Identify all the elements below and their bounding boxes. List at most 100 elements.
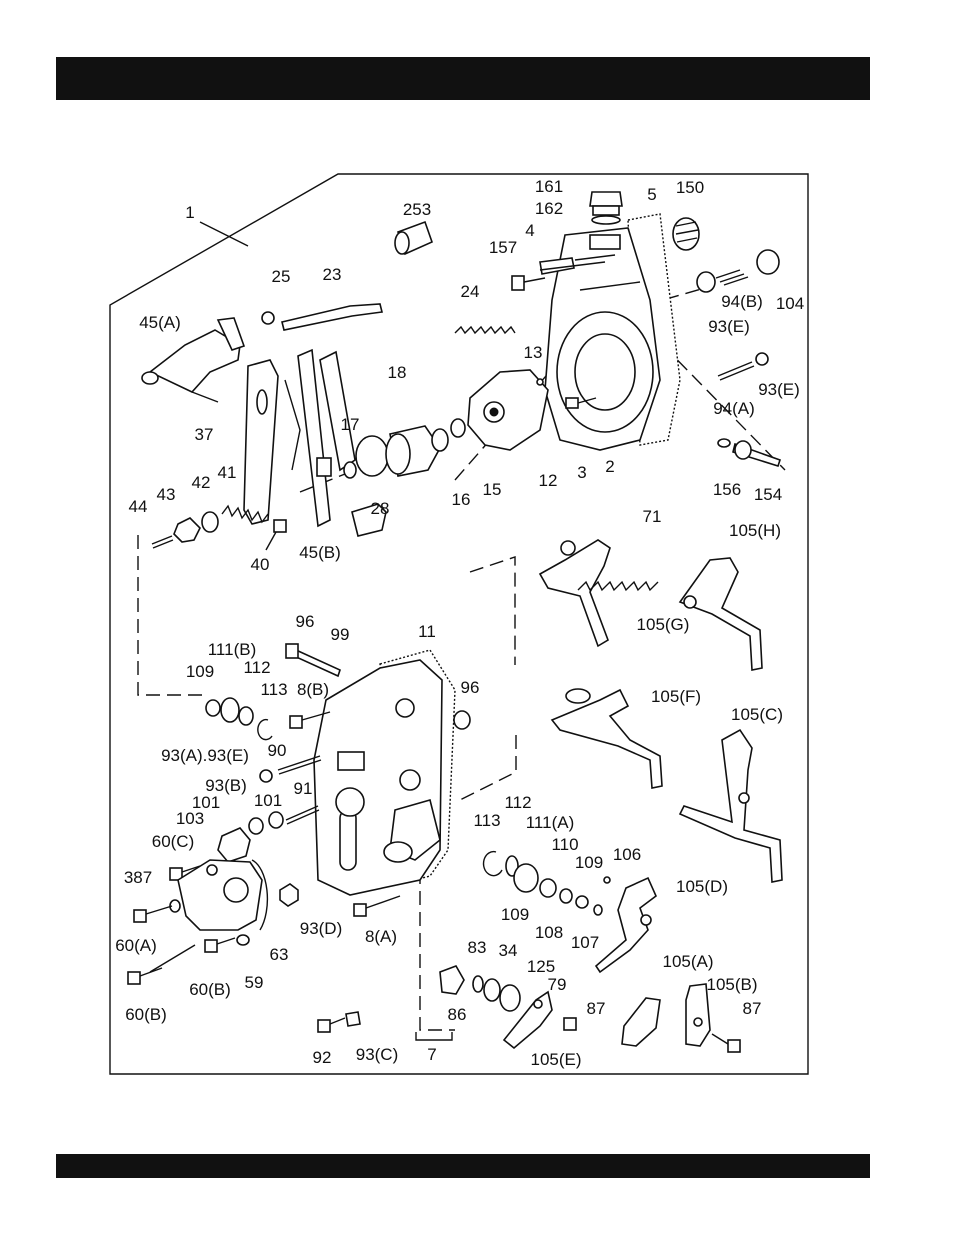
part-45a-lever <box>141 317 246 403</box>
part-label: 60(A) <box>115 936 157 955</box>
part-34-spring <box>483 978 501 1002</box>
part-label: 93(E) <box>758 380 800 399</box>
part-label: 93(A).93(E) <box>161 746 249 765</box>
part-label: 161 <box>535 177 563 196</box>
part-label: 125 <box>527 957 555 976</box>
part-label: 25 <box>272 267 291 286</box>
part-94b-104-set <box>696 249 780 293</box>
part-label: 91 <box>294 779 313 798</box>
part-label: 41 <box>218 463 237 482</box>
part-105b-lever <box>685 983 711 1047</box>
part-label: 79 <box>548 975 567 994</box>
part-label: 105(B) <box>706 975 757 994</box>
part-label: 59 <box>245 973 264 992</box>
part-label: 12 <box>539 471 558 490</box>
part-label: 110 <box>551 835 578 854</box>
part-label: 253 <box>403 200 431 219</box>
part-label: 104 <box>776 294 804 313</box>
header-bar <box>56 57 870 100</box>
part-label: 109 <box>186 662 214 681</box>
part-161-plug <box>589 191 623 225</box>
part-87-bolt-a <box>563 1017 577 1031</box>
part-label: 83 <box>468 938 487 957</box>
part-label: 3 <box>577 463 586 482</box>
part-label: 17 <box>341 415 360 434</box>
part-label: 105(C) <box>731 705 783 724</box>
part-label: 387 <box>124 868 152 887</box>
part-43-nut <box>173 517 201 543</box>
part-label: 112 <box>243 658 270 677</box>
part-125-bushing <box>499 984 521 1012</box>
part-157-bolt <box>511 275 546 291</box>
part-label: 45(A) <box>139 313 181 332</box>
part-label: 105(A) <box>662 952 713 971</box>
footer-bar <box>56 1154 870 1178</box>
part-92-bolt <box>317 1011 361 1033</box>
part-86-plug <box>439 965 465 995</box>
part-label: 105(G) <box>637 615 690 634</box>
part-label: 60(B) <box>189 980 231 999</box>
part-105e-lever <box>502 990 553 1050</box>
part-label: 34 <box>499 941 518 960</box>
part-label: 13 <box>524 343 543 362</box>
part-25-nut <box>261 311 275 325</box>
part-label: 44 <box>129 497 148 516</box>
part-16-15 <box>431 418 466 452</box>
part-label: 93(B) <box>205 776 247 795</box>
part-label: 43 <box>157 485 176 504</box>
part-label: 150 <box>676 178 704 197</box>
part-label: 93(D) <box>300 919 343 938</box>
part-60c-bolt <box>169 865 201 881</box>
part-label: 93(C) <box>356 1045 399 1064</box>
part-label: 8(B) <box>297 680 329 699</box>
part-label: 96 <box>296 612 315 631</box>
part-93d-nut <box>279 883 299 907</box>
part-154-pin <box>717 438 782 467</box>
part-label: 8(A) <box>365 927 397 946</box>
part-105a-lever <box>621 997 661 1047</box>
part-23-lever <box>281 303 383 331</box>
part-label: 99 <box>331 625 350 644</box>
part-90-stud <box>259 755 322 783</box>
part-label: 105(H) <box>729 521 781 540</box>
part-label: 101 <box>254 791 282 810</box>
part-label: 63 <box>270 945 289 964</box>
part-label: 154 <box>754 485 782 504</box>
part-18-sleeve <box>343 425 441 479</box>
part-101-washers <box>248 811 284 835</box>
part-label: 23 <box>323 265 342 284</box>
part-label: 92 <box>313 1048 332 1067</box>
part-label: 5 <box>647 185 656 204</box>
part-label: 18 <box>388 363 407 382</box>
part-label: 94(B) <box>721 292 763 311</box>
part-4-link <box>539 257 606 275</box>
bracket-7 <box>415 1032 453 1041</box>
part-96-plug-right <box>453 710 471 730</box>
part-2-governor-housing <box>544 227 661 451</box>
part-105h-lever <box>678 557 763 671</box>
part-label: 109 <box>575 853 603 872</box>
part-label: 106 <box>613 845 641 864</box>
part-label: 93(E) <box>708 317 750 336</box>
part-label: 101 <box>192 793 220 812</box>
part-label: 7 <box>427 1045 436 1064</box>
part-label: 2 <box>605 457 614 476</box>
part-99-pin <box>285 643 341 678</box>
part-8a-bolt <box>353 895 401 917</box>
part-13-pin <box>536 378 544 386</box>
part-governor-lever-assembly <box>284 348 356 528</box>
part-42-washer <box>201 511 219 533</box>
part-label: 103 <box>176 809 204 828</box>
part-8b-bolt <box>289 711 331 729</box>
part-label: 87 <box>743 999 762 1018</box>
part-label: 71 <box>643 507 662 526</box>
part-label: 108 <box>535 923 563 942</box>
part-103-nut <box>217 827 251 863</box>
part-label: 60(B) <box>125 1005 167 1024</box>
part-253-cap <box>394 220 433 256</box>
part-label: 113 <box>260 680 287 699</box>
leader-1 <box>199 221 249 247</box>
part-label: 60(C) <box>152 832 195 851</box>
part-label: 105(F) <box>651 687 701 706</box>
